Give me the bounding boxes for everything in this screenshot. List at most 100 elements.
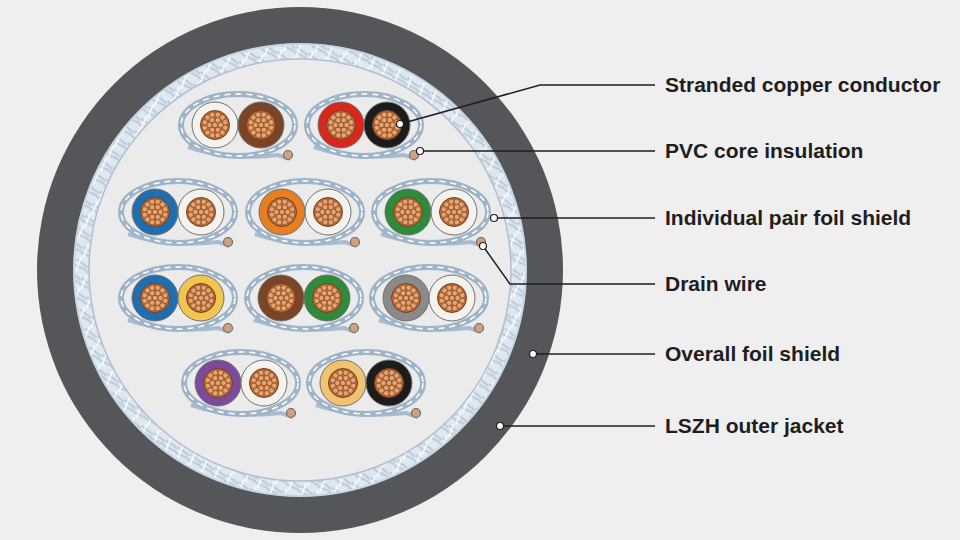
copper-strand — [152, 209, 157, 214]
copper-conductor — [394, 198, 423, 227]
copper-strand — [406, 306, 411, 311]
copper-strand — [327, 306, 332, 311]
drain-wire — [412, 409, 421, 418]
copper-strand — [150, 199, 155, 204]
callout-label: Stranded copper conductor — [665, 72, 940, 98]
twisted-pair — [307, 94, 421, 160]
copper-strand — [349, 120, 354, 125]
twisted-pair — [247, 267, 361, 333]
callout-label: PVC core insulation — [665, 138, 863, 164]
insulated-core — [195, 360, 241, 406]
insulated-core — [259, 189, 305, 235]
copper-strand — [202, 125, 207, 130]
leader-dot — [397, 121, 404, 128]
pair-foil-sheen — [247, 267, 361, 329]
leader-line — [420, 150, 655, 152]
copper-strand — [351, 378, 356, 383]
leader-dot — [530, 351, 537, 358]
copper-strand — [209, 207, 214, 212]
copper-strand — [188, 212, 193, 217]
twisted-pair — [121, 267, 235, 333]
copper-strand — [449, 295, 454, 300]
copper-strand — [278, 295, 283, 300]
pair-foil-sheen — [121, 267, 235, 329]
copper-strand — [268, 298, 273, 303]
pvc-insulation — [132, 189, 178, 235]
copper-strand — [384, 370, 389, 375]
copper-strand — [338, 122, 343, 127]
copper-strand — [155, 306, 160, 311]
twisted-pair — [374, 181, 488, 247]
twisted-pair — [372, 267, 486, 333]
copper-strand — [198, 295, 203, 300]
insulated-core — [132, 275, 178, 321]
copper-strand — [462, 207, 467, 212]
pair-foil-shield — [309, 352, 423, 414]
leader-dot — [480, 243, 487, 250]
copper-strand — [397, 378, 402, 383]
pvc-insulation — [258, 275, 304, 321]
copper-strand — [330, 383, 335, 388]
insulated-core — [318, 102, 364, 148]
copper-strand — [314, 298, 319, 303]
copper-strand — [376, 383, 381, 388]
copper-strand — [281, 306, 286, 311]
copper-conductor — [313, 284, 342, 313]
copper-strand — [198, 209, 203, 214]
pvc-insulation — [195, 360, 241, 406]
copper-conductor — [440, 198, 469, 227]
insulated-core — [429, 275, 475, 321]
copper-strand — [451, 209, 456, 214]
copper-strand — [389, 391, 394, 396]
leader-line — [494, 217, 655, 219]
copper-conductor — [187, 284, 216, 313]
twisted-pair — [181, 94, 295, 160]
copper-strand — [393, 298, 398, 303]
copper-strand — [261, 133, 266, 138]
pvc-insulation — [238, 102, 284, 148]
pvc-insulation — [259, 189, 305, 235]
insulated-core — [258, 275, 304, 321]
copper-conductor — [438, 284, 467, 313]
copper-strand — [269, 120, 274, 125]
copper-strand — [218, 391, 223, 396]
copper-strand — [248, 125, 253, 130]
pvc-insulation — [305, 189, 351, 235]
insulated-core — [305, 189, 351, 235]
copper-conductor — [187, 198, 216, 227]
twisted-pair — [248, 181, 362, 247]
copper-strand — [209, 293, 214, 298]
copper-conductor — [375, 369, 404, 398]
copper-strand — [374, 125, 379, 130]
copper-strand — [439, 298, 444, 303]
copper-strand — [405, 209, 410, 214]
insulated-core — [132, 189, 178, 235]
drain-wire — [351, 238, 360, 247]
twisted-pair — [184, 352, 298, 418]
copper-strand — [142, 298, 147, 303]
copper-strand — [212, 122, 217, 127]
copper-strand — [256, 112, 261, 117]
pair-foil-shield — [247, 267, 361, 329]
pvc-insulation — [364, 102, 410, 148]
copper-strand — [223, 120, 228, 125]
cable-core — [89, 59, 511, 481]
leader-line — [483, 246, 655, 284]
pair-foil-sheen — [372, 267, 486, 329]
pvc-insulation — [320, 360, 366, 406]
callout-label: Overall foil shield — [665, 341, 840, 367]
copper-strand — [259, 370, 264, 375]
copper-strand — [384, 122, 389, 127]
copper-strand — [205, 383, 210, 388]
insulated-core — [304, 275, 350, 321]
insulated-core — [320, 360, 366, 406]
copper-strand — [338, 370, 343, 375]
pvc-insulation — [178, 189, 224, 235]
pvc-insulation — [192, 102, 238, 148]
copper-strand — [152, 295, 157, 300]
copper-strand — [382, 112, 387, 117]
copper-strand — [386, 380, 391, 385]
copper-strand — [408, 220, 413, 225]
copper-conductor — [327, 111, 356, 140]
pair-foil-sheen — [307, 94, 421, 156]
